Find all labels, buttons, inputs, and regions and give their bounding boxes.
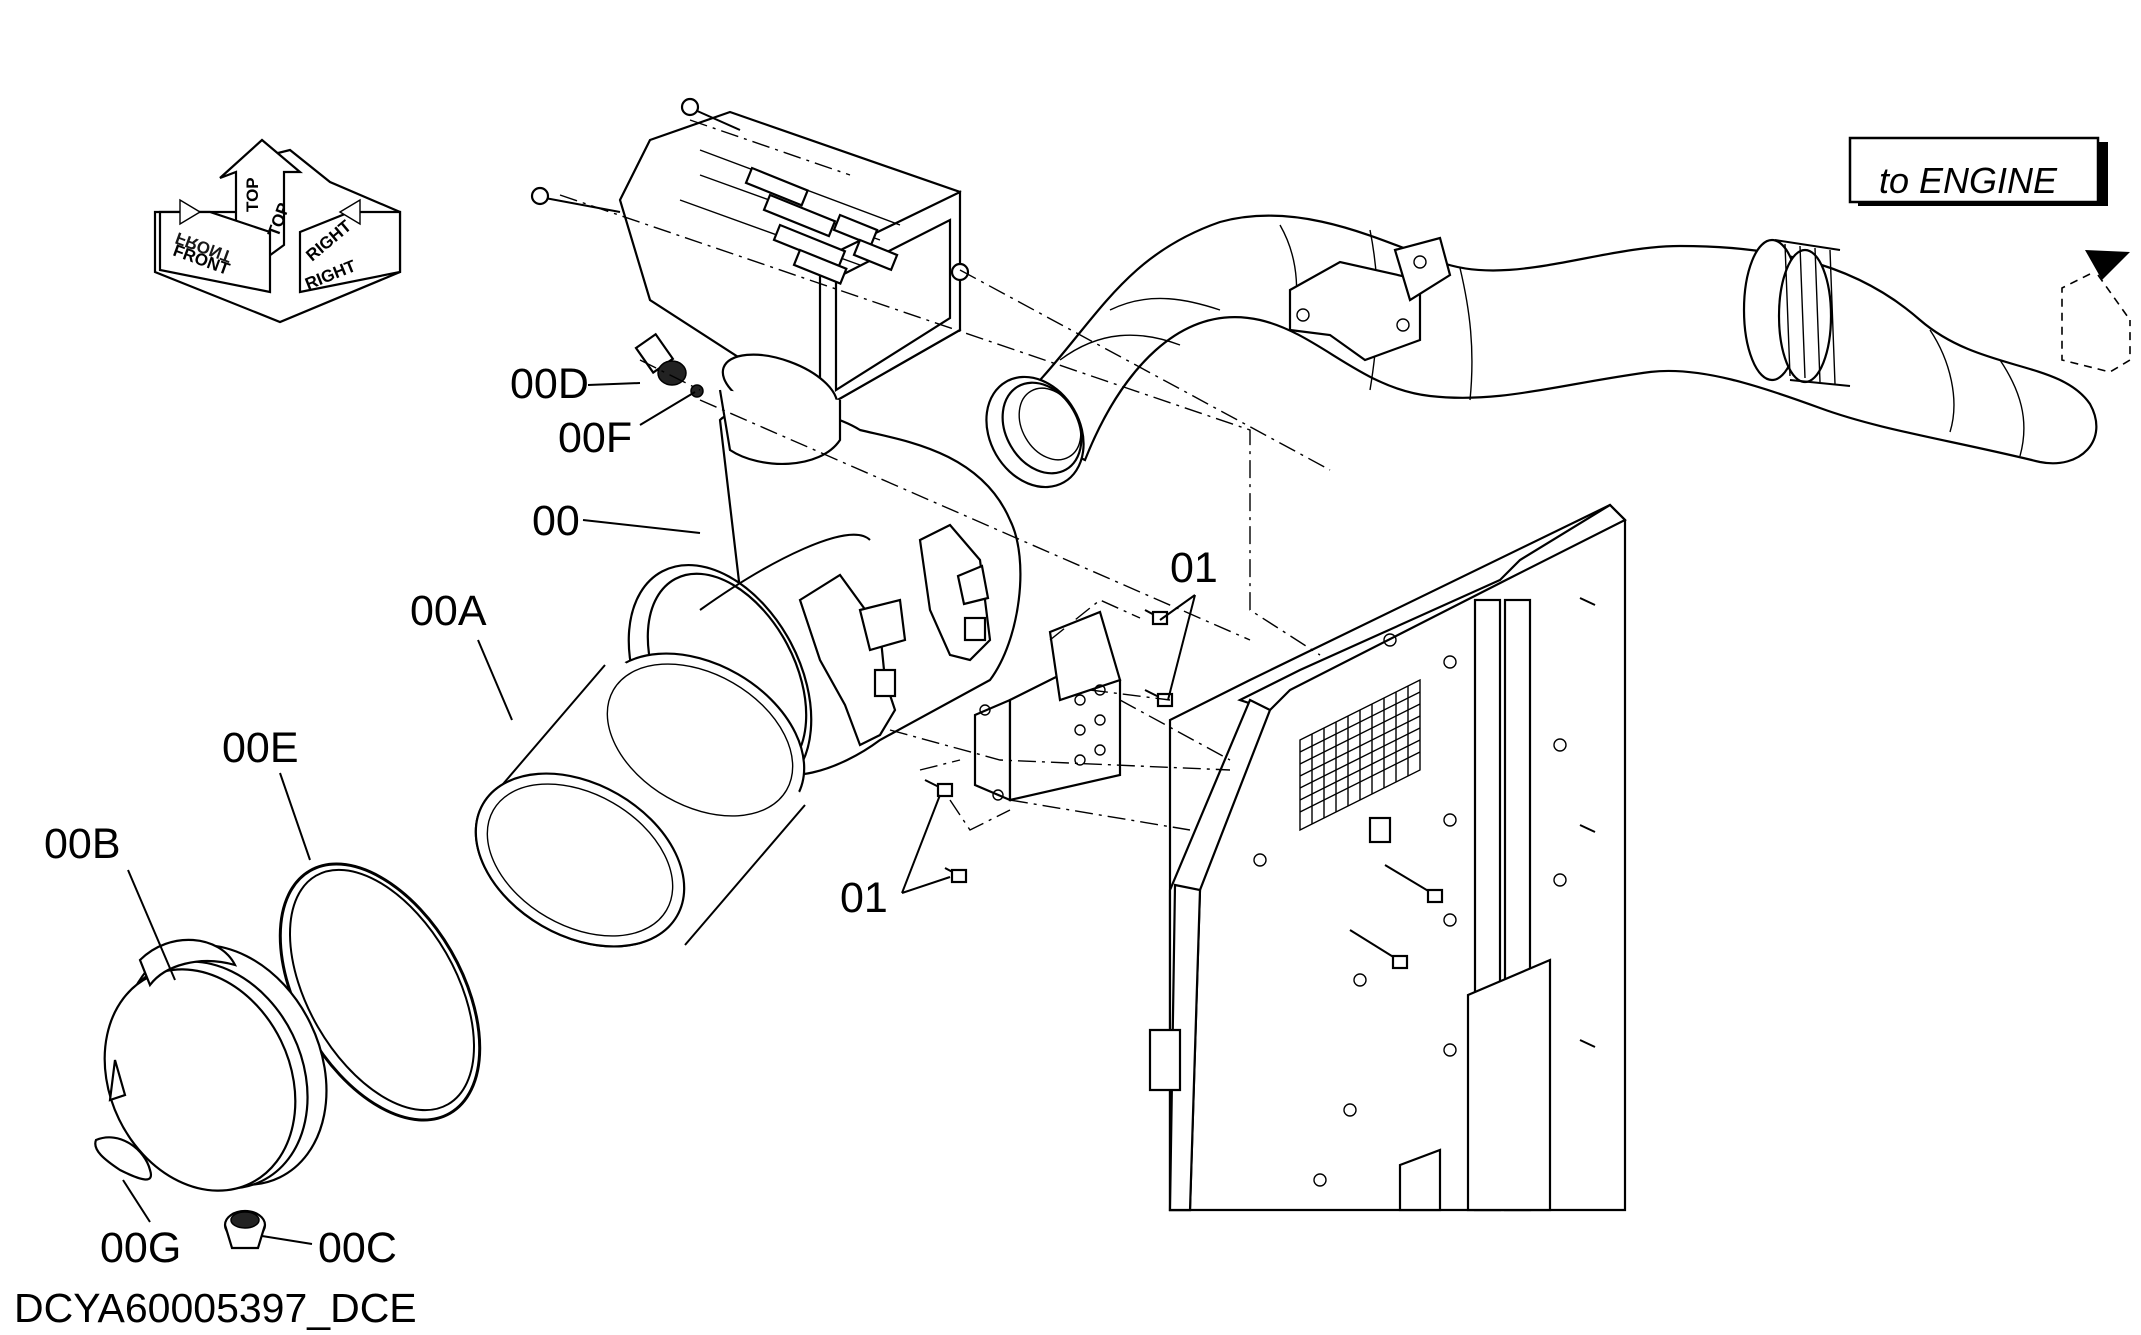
callout-00F: 00F	[558, 414, 632, 462]
frame-panel	[1148, 503, 1627, 1212]
end-cover	[94, 938, 328, 1250]
orient-label-top: TOP	[243, 177, 262, 212]
callout-00E: 00E	[222, 724, 299, 772]
callout-labels: 00D 00F 00 00A 00E 00B 00G 00C 01 01 DCY…	[14, 360, 1218, 1331]
callout-00A: 00A	[410, 587, 487, 635]
to-engine-callout: to ENGINE	[1848, 136, 2108, 206]
intake-hose	[998, 214, 2098, 465]
precleaner-cover	[530, 97, 970, 412]
leader-lines	[122, 382, 1196, 1245]
callout-00D: 00D	[510, 360, 589, 408]
callout-00: 00	[532, 497, 580, 545]
callout-01-upper: 01	[1170, 544, 1218, 592]
radiator-grid	[1299, 678, 1421, 832]
callout-00G: 00G	[100, 1224, 181, 1272]
callout-01-lower: 01	[840, 874, 888, 922]
hose-inlet-collar	[985, 375, 1085, 489]
drawing-code: DCYA60005397_DCE	[14, 1285, 417, 1331]
to-engine-label: to ENGINE	[1879, 160, 2058, 201]
orientation-icon: TOP FRONT RIGHT FRONT TOP RIGHT	[153, 138, 402, 324]
callout-00C: 00C	[318, 1224, 397, 1272]
mounting-bracket	[924, 609, 1174, 884]
engine-direction-arrow	[2061, 250, 2131, 373]
filter-element	[474, 652, 810, 948]
callout-00B: 00B	[44, 820, 121, 868]
assembly-lines	[559, 119, 1331, 831]
service-indicator	[634, 332, 704, 398]
